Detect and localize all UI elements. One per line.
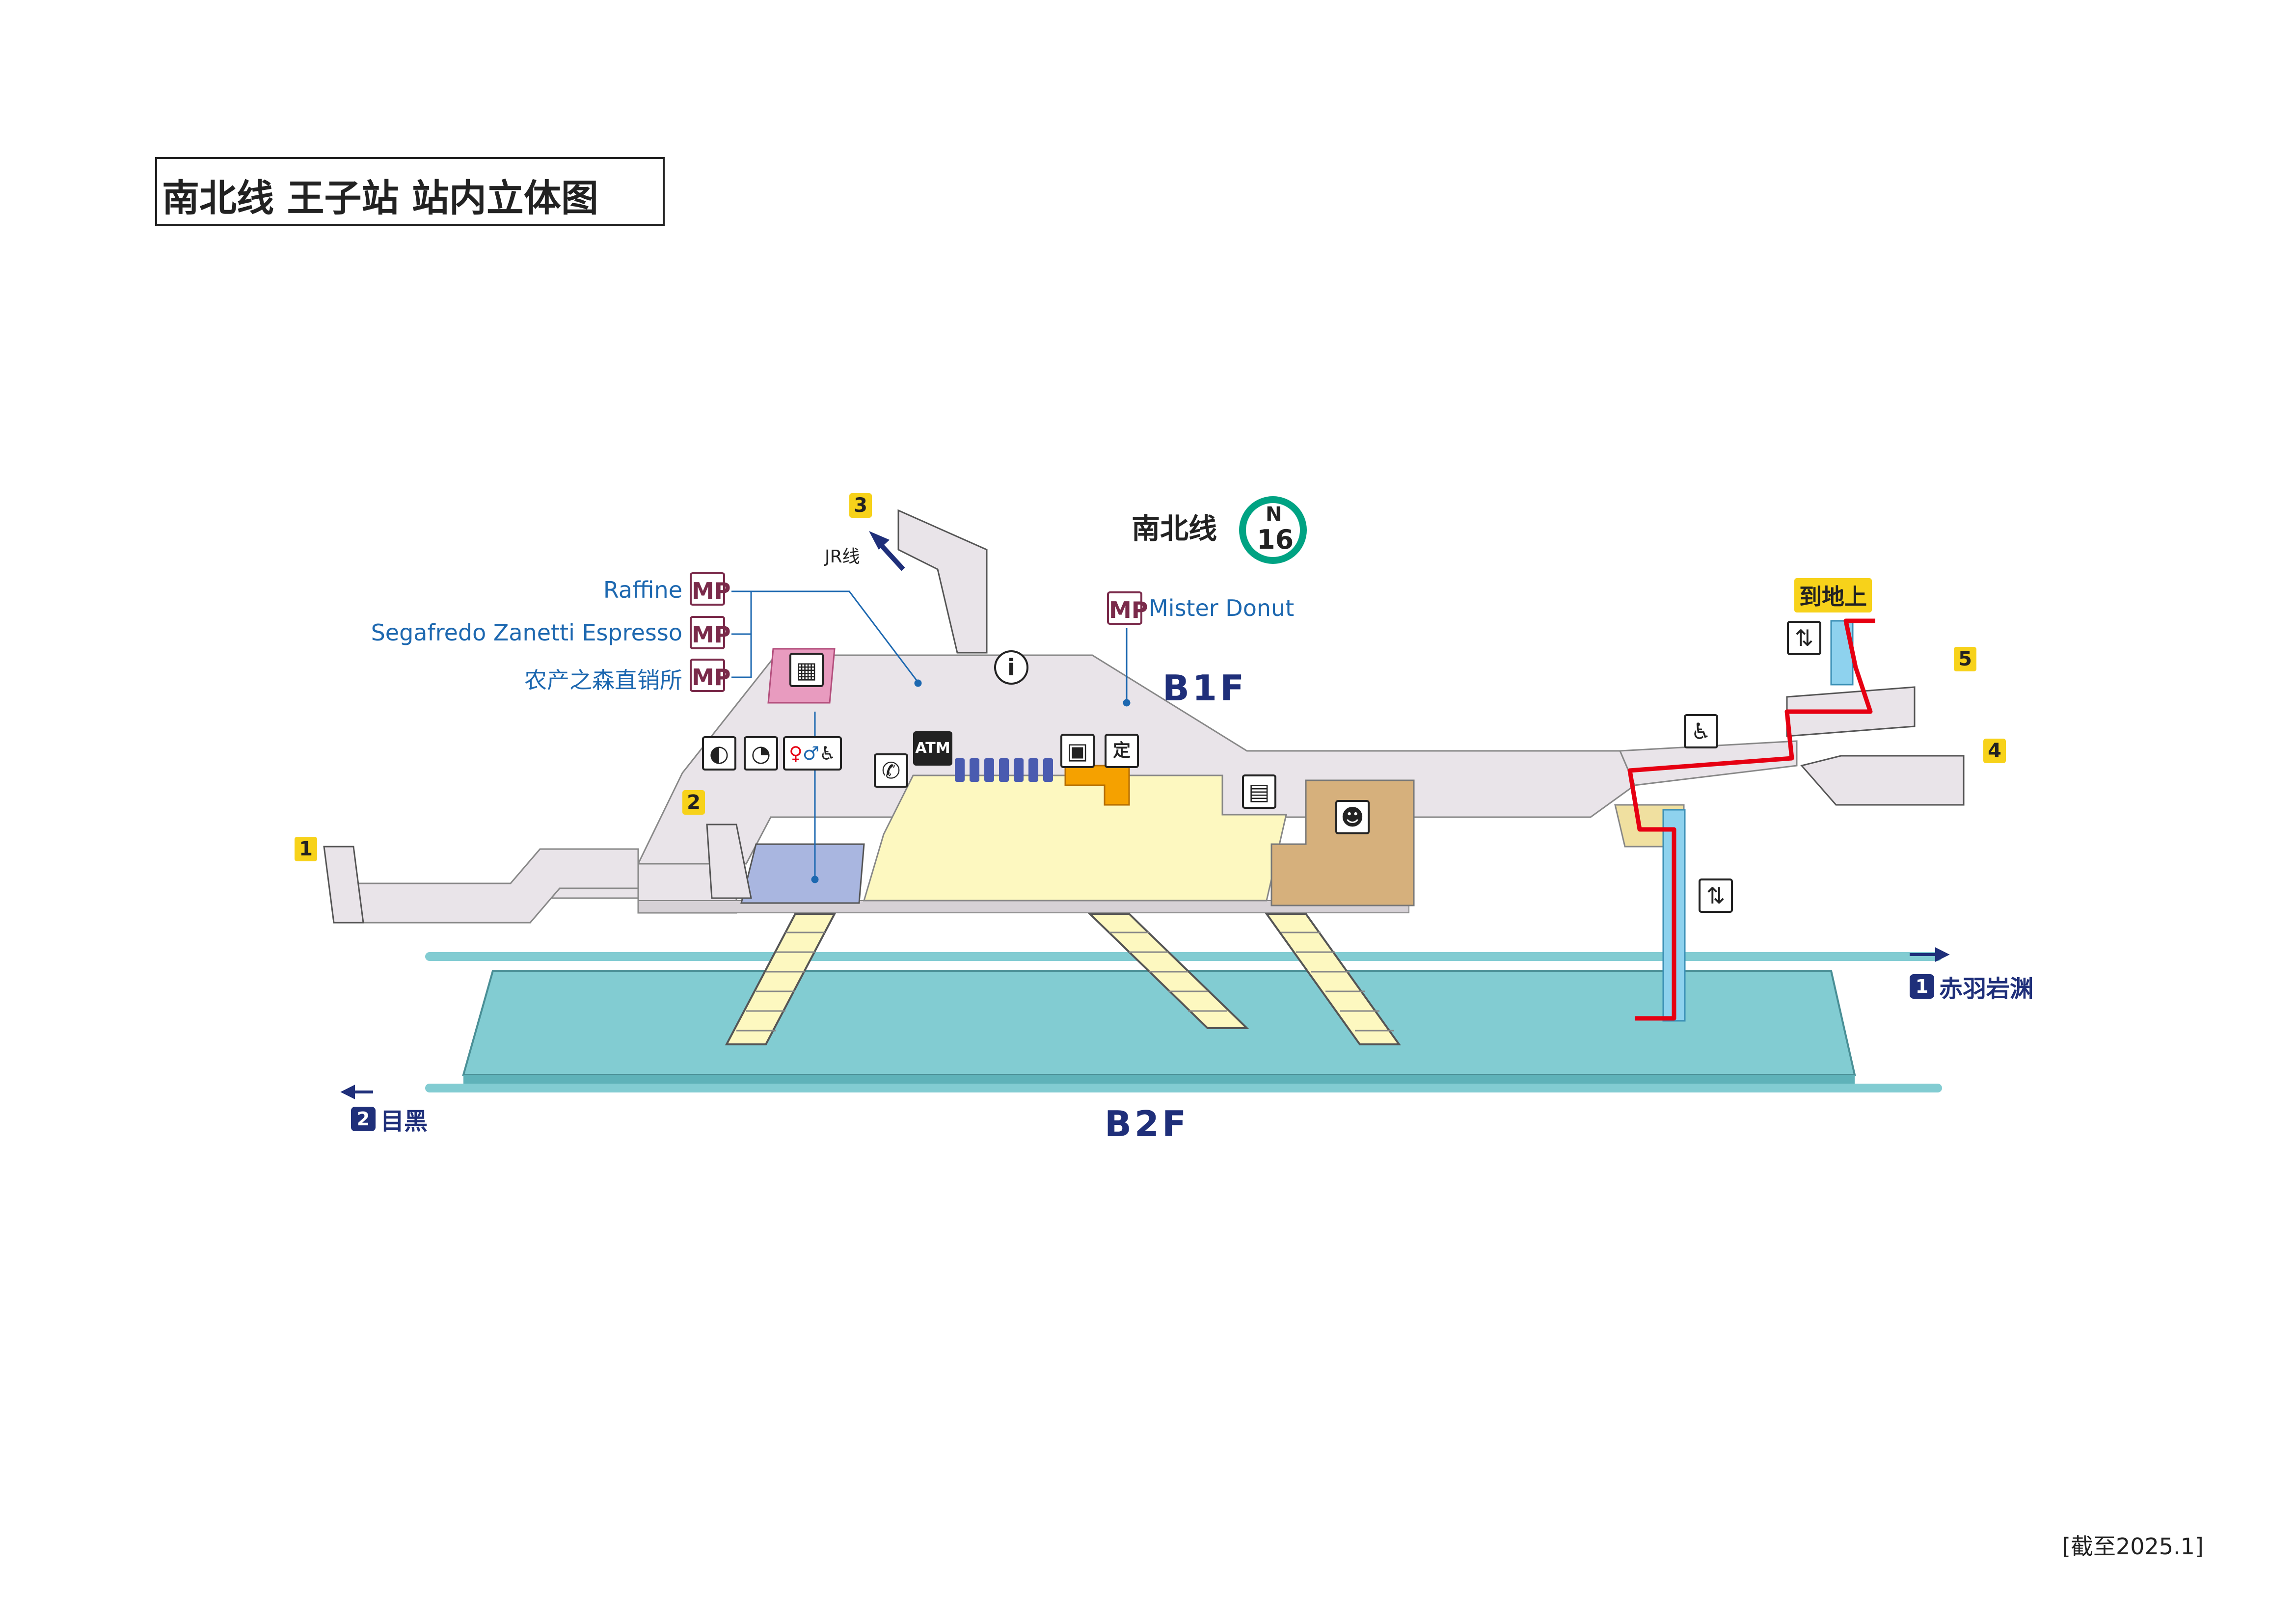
exit-2-stair (706, 824, 752, 899)
wheelchair-ramp-icon[interactable]: ♿ (1684, 714, 1718, 748)
exit-4-stair (1800, 755, 1965, 806)
title-frame (155, 157, 665, 226)
floor-b1f: B1F (1162, 667, 1247, 709)
rail-lower (425, 1084, 1942, 1092)
paid-area (863, 774, 1287, 902)
exit-5-badge[interactable]: 5 (1954, 647, 1976, 671)
direction-number-2: 2 (351, 1107, 376, 1131)
elevators (1627, 618, 1875, 1022)
to-ground-label: 到地上 (1794, 578, 1872, 612)
elevator-route (1627, 618, 1875, 1021)
elevator-icon-ground[interactable]: ⇅ (1787, 621, 1821, 655)
floor-b2f: B2F (1105, 1103, 1189, 1144)
restroom-icon[interactable]: ♀♂♿ (783, 736, 842, 771)
line-code-letter: N (1266, 503, 1282, 526)
fare-adjustment-icon[interactable]: 定 (1105, 734, 1139, 768)
rail-upper (425, 952, 1942, 961)
direction-number-1: 1 (1910, 974, 1934, 999)
exit-1-stair (323, 846, 364, 924)
exit-3-direction: JR线 (825, 547, 860, 567)
atm-icon[interactable]: ATM (913, 731, 952, 766)
direction-dest-2: 目黑 (380, 1108, 428, 1135)
track-arrows (340, 947, 1950, 1099)
restroom-area (740, 843, 865, 904)
baby-room-icon[interactable]: ◔ (744, 736, 778, 771)
exit-3-badge[interactable]: 3 (849, 493, 872, 518)
ticket-gates (955, 758, 1053, 782)
platform-stairs (725, 913, 1401, 1045)
exit-4-badge[interactable]: 4 (1983, 739, 2006, 763)
date-note: [截至2025.1] (2062, 1533, 2204, 1560)
direction-dest-1: 赤羽岩渊 (1939, 975, 2034, 1003)
shop-name-raffine[interactable]: Raffine (603, 577, 682, 603)
coin-locker-icon[interactable]: ▤ (1242, 774, 1276, 809)
mp-badge-raffine: MP (690, 572, 731, 606)
line-badge (1239, 496, 1307, 564)
elevator-icon-platform[interactable]: ⇅ (1699, 878, 1733, 913)
nursing-room-icon[interactable]: ◐ (702, 736, 736, 771)
page-title: 南北线 王子站 站内立体图 (162, 176, 598, 220)
line-code-number: 16 (1257, 524, 1294, 555)
ticket-office-icon[interactable]: ▣ (1060, 734, 1095, 768)
mp-badge-farm: MP (690, 659, 731, 692)
mp-badge-segafredo: MP (690, 616, 731, 649)
shop-name-segafredo[interactable]: Segafredo Zanetti Espresso (371, 619, 682, 646)
shop-name-mister-donut[interactable]: Mister Donut (1149, 595, 1295, 621)
platform (462, 970, 1856, 1076)
line-name: 南北线 (1132, 512, 1217, 545)
jr-arrow (869, 531, 905, 571)
west-passage (352, 848, 639, 924)
phone-icon[interactable]: ✆ (874, 753, 908, 788)
station-staff-icon[interactable]: ☻ (1335, 800, 1370, 834)
mp-badge-mister-donut: MP (1107, 591, 1148, 625)
platform-edge (463, 1075, 1855, 1085)
exit-3-stair (897, 509, 988, 654)
info-icon[interactable]: i (994, 650, 1028, 685)
shop-counter-icon[interactable]: ▦ (789, 653, 824, 687)
station-office (1270, 779, 1415, 906)
exit-2-badge[interactable]: 2 (682, 790, 705, 815)
exit-1-badge[interactable]: 1 (295, 837, 317, 861)
shop-name-farm[interactable]: 农产之森直销所 (524, 667, 682, 693)
